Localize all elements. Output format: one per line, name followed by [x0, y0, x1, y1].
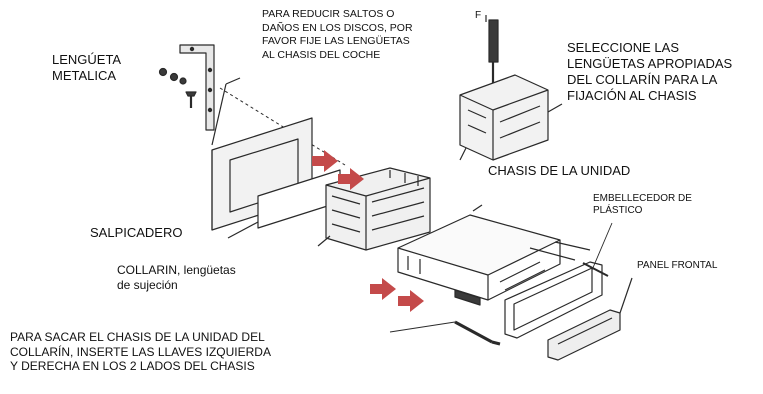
- mounting-sleeve: [317, 167, 431, 251]
- label-sleeve: COLLARIN, lengüetas de sujeción: [117, 263, 236, 292]
- sleeve-detail: [459, 74, 563, 161]
- release-key: [389, 320, 501, 346]
- label-remove-chassis: PARA SACAR EL CHASIS DE LA UNIDAD DEL CO…: [10, 330, 271, 374]
- insertion-arrows: [312, 150, 424, 312]
- label-reduce-skips: PARA REDUCIR SALTOS O DAÑOS EN LOS DISCO…: [262, 8, 413, 61]
- front-panel: [547, 277, 633, 361]
- screwdriver-mark: F: [475, 10, 482, 21]
- metal-strap: [179, 44, 215, 131]
- head-unit-chassis: [397, 204, 591, 306]
- label-select-tabs: SELECCIONE LAS LENGÜETAS APROPIADAS DEL …: [567, 40, 733, 103]
- label-dashboard: SALPICADERO: [90, 225, 183, 240]
- plastic-trim-frame: [504, 261, 609, 339]
- label-plastic-trim: EMBELLECEDOR DE PLÁSTICO: [593, 193, 692, 217]
- label-unit-chassis: CHASIS DE LA UNIDAD: [488, 163, 631, 178]
- screws: [158, 67, 197, 108]
- label-metal-strap: LENGÚETA METALICA: [52, 52, 122, 83]
- label-front-panel: PANEL FRONTAL: [637, 260, 718, 271]
